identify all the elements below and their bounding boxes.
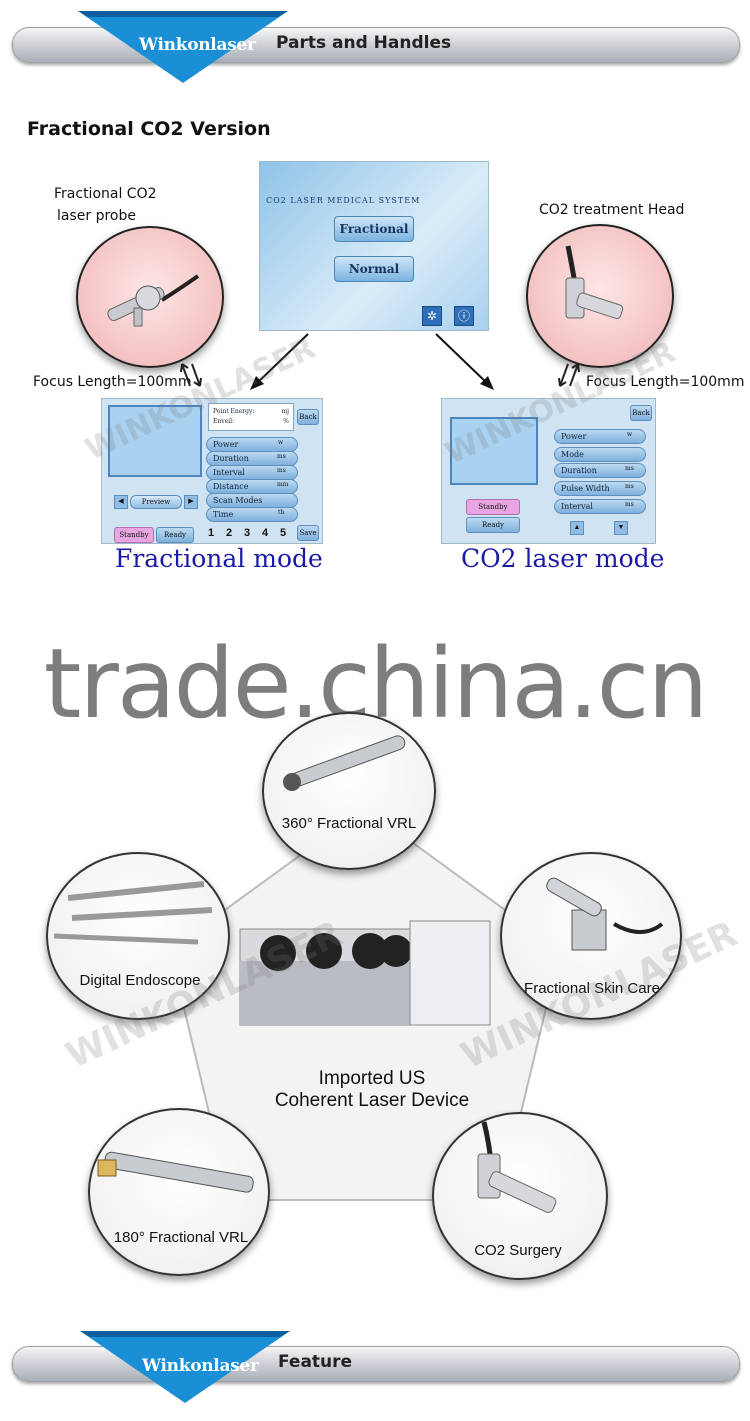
section-title: Fractional CO2 Version	[27, 118, 271, 140]
brand-name: Winkonlaser	[139, 35, 256, 55]
param-time[interactable]: Time	[206, 507, 298, 522]
preview-window	[108, 405, 202, 477]
180-vrl-image	[97, 1151, 254, 1193]
co2-param-mode[interactable]: Mode	[554, 447, 646, 462]
unit-time: th	[278, 509, 285, 516]
fractional-probe-circle	[76, 226, 224, 368]
right-nav-icon[interactable]: ▶	[184, 495, 198, 509]
part-caption-digital-endoscope: Digital Endoscope	[79, 972, 201, 989]
footer-brand-badge	[80, 1331, 290, 1403]
preset-1[interactable]: 1	[208, 527, 215, 539]
co2-mode-caption: CO2 laser mode	[461, 544, 665, 573]
brand-badge	[78, 11, 288, 83]
co2-param-duration[interactable]: Duration	[554, 463, 646, 478]
360-vrl-image	[283, 735, 406, 791]
right-focus-length: Focus Length=100mm	[586, 374, 745, 390]
part-circle-co2-surgery	[432, 1112, 608, 1280]
part-caption-180-vrl: 180° Fractional VRL	[113, 1229, 249, 1246]
normal-button[interactable]: Normal	[334, 256, 414, 282]
co2-standby-button[interactable]: Standby	[466, 499, 520, 515]
footer-title: Feature	[278, 1352, 353, 1372]
header-title: Parts and Handles	[276, 33, 452, 53]
co2-up-icon[interactable]: ▲	[570, 521, 584, 535]
main-screen-title: CO2 LASER MEDICAL SYSTEM	[266, 196, 421, 205]
co2-param-power[interactable]: Power	[554, 429, 646, 444]
save-button[interactable]: Save	[297, 525, 319, 541]
part-caption-360-vrl: 360° Fractional VRL	[281, 815, 417, 832]
info-point-energy: Point Energy:	[213, 408, 255, 415]
part-caption-fractional-skin-care: Fractional Skin Care	[524, 980, 660, 997]
left-probe-label-1: Fractional CO2	[54, 186, 157, 202]
info-enveil: Enveil:	[213, 418, 235, 425]
co2-param-pulse-width[interactable]: Pulse Width	[554, 481, 646, 496]
info-point-energy-unit: mj	[281, 408, 289, 415]
co2-down-icon[interactable]: ▼	[614, 521, 628, 535]
co2-preview-window	[450, 417, 538, 485]
co2-unit-duration: ms	[625, 465, 634, 472]
preview-button[interactable]: Preview	[130, 495, 182, 509]
preset-2[interactable]: 2	[226, 527, 233, 539]
treatment-head-image	[565, 245, 624, 319]
unit-distance: mm	[277, 481, 289, 488]
left-focus-length: Focus Length=100mm	[33, 374, 192, 390]
left-nav-icon[interactable]: ◀	[114, 495, 128, 509]
part-circle-fractional-skin-care	[500, 852, 682, 1020]
co2-unit-pulse-width: ms	[625, 483, 634, 490]
endoscope-image	[53, 881, 213, 945]
co2-surgery-image	[477, 1121, 557, 1213]
main-screen: CO2 LASER MEDICAL SYSTEM Fractional Norm…	[259, 161, 489, 331]
part-caption-co2-surgery: CO2 Surgery	[474, 1242, 562, 1259]
footer-brand-name: Winkonlaser	[142, 1356, 259, 1376]
preset-4[interactable]: 4	[262, 527, 269, 539]
unit-interval: ms	[277, 467, 286, 474]
right-arrow-icon	[558, 363, 580, 387]
part-circle-360-vrl	[262, 712, 436, 870]
info-panel: Point Energy: mj Enveil: %	[208, 403, 294, 431]
fractional-mode-screen: Point Energy: mj Enveil: % Back Power Du…	[101, 398, 323, 544]
back-button[interactable]: Back	[297, 409, 319, 425]
co2-mode-screen: Back Power Mode Duration Pulse Width Int…	[441, 398, 656, 544]
arrow-to-fractional-icon	[250, 333, 309, 390]
fractional-mode-caption: Fractional mode	[115, 544, 323, 573]
info-icon[interactable]: ⓘ	[454, 306, 474, 326]
co2-unit-interval: ms	[625, 501, 634, 508]
co2-back-button[interactable]: Back	[630, 405, 652, 421]
laser-device-image	[238, 915, 496, 1033]
fractional-button[interactable]: Fractional	[334, 216, 414, 242]
standby-button[interactable]: Standby	[114, 527, 154, 543]
unit-duration: ms	[277, 453, 286, 460]
left-arrow-icon	[180, 363, 202, 387]
preset-5[interactable]: 5	[280, 527, 287, 539]
param-scan-modes[interactable]: Scan Modes	[206, 493, 298, 508]
center-caption-line-1: Imported US	[318, 1068, 426, 1089]
arrow-to-co2-icon	[435, 333, 494, 390]
part-circle-digital-endoscope	[46, 852, 230, 1020]
settings-icon[interactable]: ✲	[422, 306, 442, 326]
center-caption-line-2: Coherent Laser Device	[274, 1090, 470, 1111]
right-probe-label: CO2 treatment Head	[539, 202, 685, 218]
co2-ready-button[interactable]: Ready	[466, 517, 520, 533]
ready-button[interactable]: Ready	[156, 527, 194, 543]
preset-3[interactable]: 3	[244, 527, 251, 539]
part-circle-180-vrl	[88, 1108, 270, 1276]
param-power[interactable]: Power	[206, 437, 298, 452]
skin-care-image	[546, 877, 664, 951]
co2-treatment-head-circle	[526, 224, 674, 368]
co2-param-interval[interactable]: Interval	[554, 499, 646, 514]
probe-image	[107, 274, 200, 327]
unit-power: w	[278, 439, 284, 446]
info-enveil-unit: %	[283, 418, 289, 425]
co2-unit-power: w	[627, 431, 633, 438]
left-probe-label-2: laser probe	[57, 208, 136, 224]
